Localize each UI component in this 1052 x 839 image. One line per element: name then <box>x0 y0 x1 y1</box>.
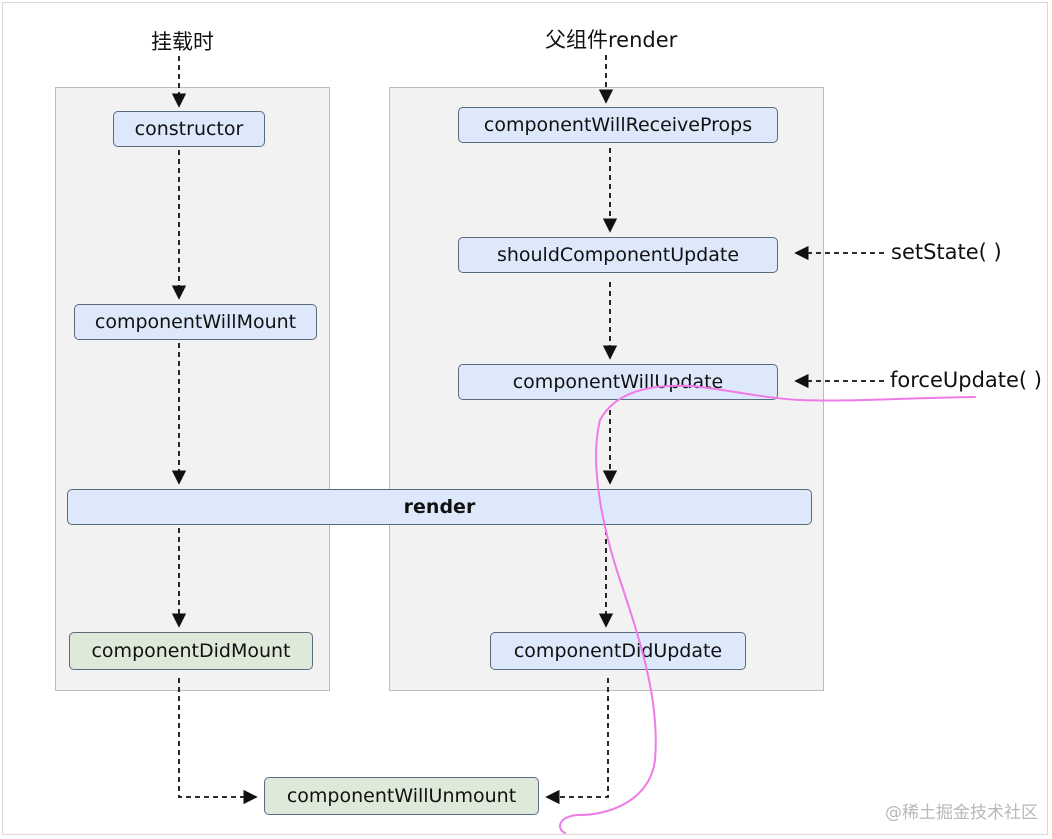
constructor-node: constructor <box>113 111 265 147</box>
component-will-mount-node: componentWillMount <box>74 304 317 340</box>
arrow-did-mount-to-unmount <box>178 678 258 805</box>
should-component-update-node: shouldComponentUpdate <box>458 237 778 273</box>
force-update-label: forceUpdate( ) <box>890 368 1042 392</box>
arrow-did-update-to-unmount <box>545 678 609 805</box>
component-will-update-node: componentWillUpdate <box>458 364 778 400</box>
component-did-mount-node: componentDidMount <box>69 632 313 670</box>
component-did-update-node: componentDidUpdate <box>490 632 746 670</box>
watermark: @稀土掘金技术社区 <box>885 803 1038 823</box>
component-will-receive-props-node: componentWillReceiveProps <box>458 107 778 143</box>
render-node: render <box>67 489 812 525</box>
set-state-label: setState( ) <box>891 240 1002 264</box>
pink-annotation-stroke <box>559 384 976 834</box>
component-will-unmount-node: componentWillUnmount <box>264 777 539 815</box>
mount-panel <box>55 87 330 691</box>
parent-render-label: 父组件render <box>545 28 678 52</box>
mount-label: 挂载时 <box>151 30 214 54</box>
